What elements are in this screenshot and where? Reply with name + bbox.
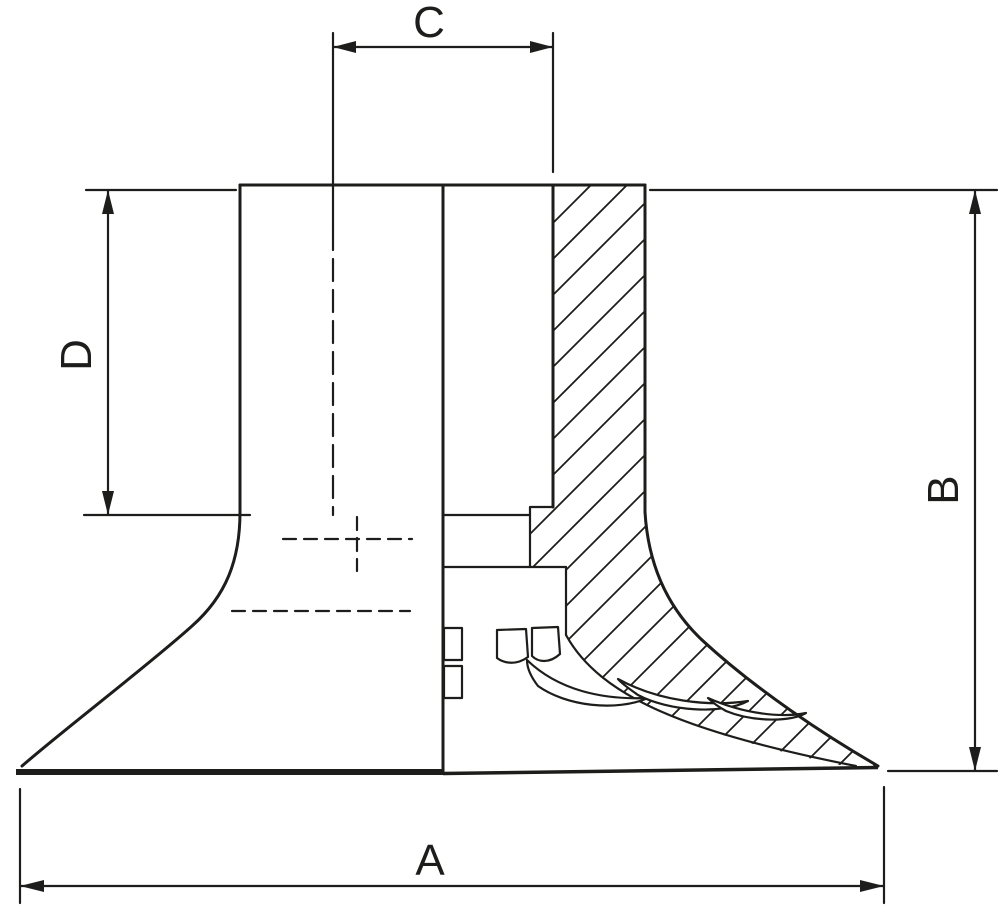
hatch-line <box>530 185 709 768</box>
hidden-lines <box>230 226 414 613</box>
cleat-small-1 <box>495 627 530 664</box>
left-flare <box>20 510 242 768</box>
inner-flare <box>564 633 858 768</box>
cleat-swoosh-3 <box>706 696 808 721</box>
dimension-b-label: B <box>919 475 968 504</box>
hatch-line <box>530 185 745 768</box>
interior-cleats <box>442 625 808 721</box>
dimension-a: A <box>18 785 886 905</box>
dimension-b: B <box>648 188 999 773</box>
arrowhead-left <box>333 41 356 53</box>
arrowhead-top <box>969 190 981 214</box>
cleat-small-2 <box>530 625 562 663</box>
right-flare <box>643 510 880 768</box>
hatch-line <box>723 185 878 768</box>
cleat-swoosh-2 <box>616 677 750 711</box>
arrowhead-bottom <box>102 491 114 515</box>
dimension-d-label: D <box>52 339 101 371</box>
arrowhead-right <box>530 41 553 53</box>
cleat-swoosh-1 <box>525 658 650 707</box>
dimension-a-label: A <box>415 836 445 885</box>
dimension-c-label: C <box>413 0 445 47</box>
dimension-d: D <box>52 188 252 517</box>
cleat-block-2 <box>442 664 464 700</box>
arrowhead-left <box>20 880 44 892</box>
cleat-block-1 <box>442 626 464 662</box>
arrowhead-bottom <box>969 747 981 771</box>
arrowhead-top <box>102 190 114 214</box>
base-edge-right <box>442 765 879 776</box>
bore-step-upper <box>528 505 555 569</box>
cup-outline <box>16 183 880 776</box>
dimension-c: C <box>331 0 555 230</box>
arrowhead-right <box>860 880 884 892</box>
